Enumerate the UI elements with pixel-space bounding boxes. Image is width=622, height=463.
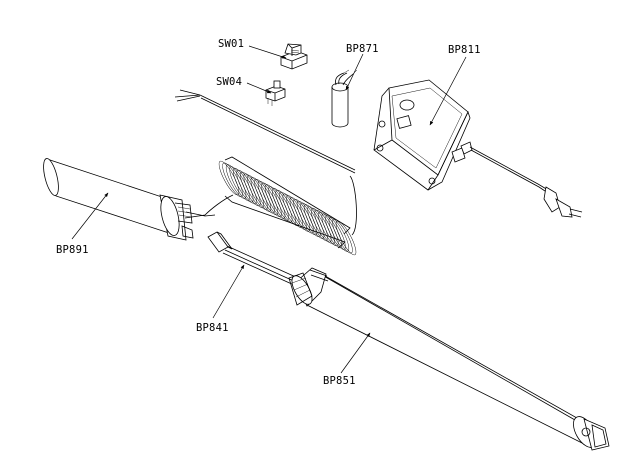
coil-turn	[236, 169, 257, 205]
sw01-leader	[248, 45, 287, 59]
part-labels: SW01 SW04 BP871 BP811 BP891 BP841 BP851	[56, 38, 481, 387]
cable-wires	[174, 89, 356, 174]
coil-turn	[286, 195, 307, 230]
sw04-switch	[265, 80, 286, 106]
coil-turn	[247, 175, 268, 210]
label-bp851: BP851	[323, 375, 356, 387]
coil-turn	[325, 215, 346, 250]
coil-turn	[261, 182, 282, 217]
coil-turn	[268, 186, 289, 221]
coil-turn	[254, 179, 275, 214]
bp851-leader	[340, 332, 371, 374]
coil-turn	[218, 160, 240, 196]
coil-turn	[296, 200, 318, 236]
bp851-motor-tube	[288, 267, 610, 451]
coil-turn	[293, 199, 314, 234]
coil-turn	[279, 191, 300, 227]
coil-turn	[318, 211, 339, 247]
coil-turn	[225, 164, 247, 199]
coil-turn	[282, 193, 303, 228]
label-sw04: SW04	[216, 76, 242, 88]
label-bp871: BP871	[346, 43, 379, 55]
bp841-connector	[207, 231, 299, 286]
label-bp811: BP811	[448, 44, 481, 56]
coil-turn	[243, 173, 264, 208]
coil-turn	[335, 220, 357, 256]
coil-turn	[303, 204, 325, 239]
bp811-control-box	[373, 79, 583, 218]
coil-turn	[311, 208, 332, 243]
coil-turn	[222, 162, 243, 197]
label-sw01: SW01	[218, 38, 244, 50]
bp891-tube	[43, 158, 216, 241]
coil-turn	[314, 209, 335, 245]
coil-turn	[233, 168, 254, 203]
coil-turn	[289, 197, 311, 232]
label-bp841: BP841	[196, 322, 229, 334]
bp811-leader	[429, 56, 467, 126]
coil-turn	[264, 184, 286, 219]
coil-turn	[328, 217, 350, 252]
sw04-leader	[246, 82, 272, 94]
bp891-leader	[71, 192, 109, 240]
bp871-leader	[345, 53, 364, 91]
coil-turn	[229, 166, 250, 201]
coil-turn	[332, 219, 353, 254]
label-bp891: BP891	[56, 244, 89, 256]
coil-turn	[240, 171, 261, 207]
leader-lines	[71, 45, 467, 374]
coil-turn	[272, 188, 293, 223]
coil-turn	[257, 180, 279, 216]
coil-turn	[275, 189, 296, 225]
coiled-cable	[184, 156, 357, 256]
bp841-leader	[212, 264, 245, 319]
coil-turn	[300, 202, 321, 237]
sw01-rocker-switch	[280, 43, 308, 70]
coil-turn	[321, 213, 342, 248]
coil-turn	[307, 206, 328, 241]
bp871-capacitor	[331, 69, 358, 128]
coil-turn	[250, 177, 272, 212]
